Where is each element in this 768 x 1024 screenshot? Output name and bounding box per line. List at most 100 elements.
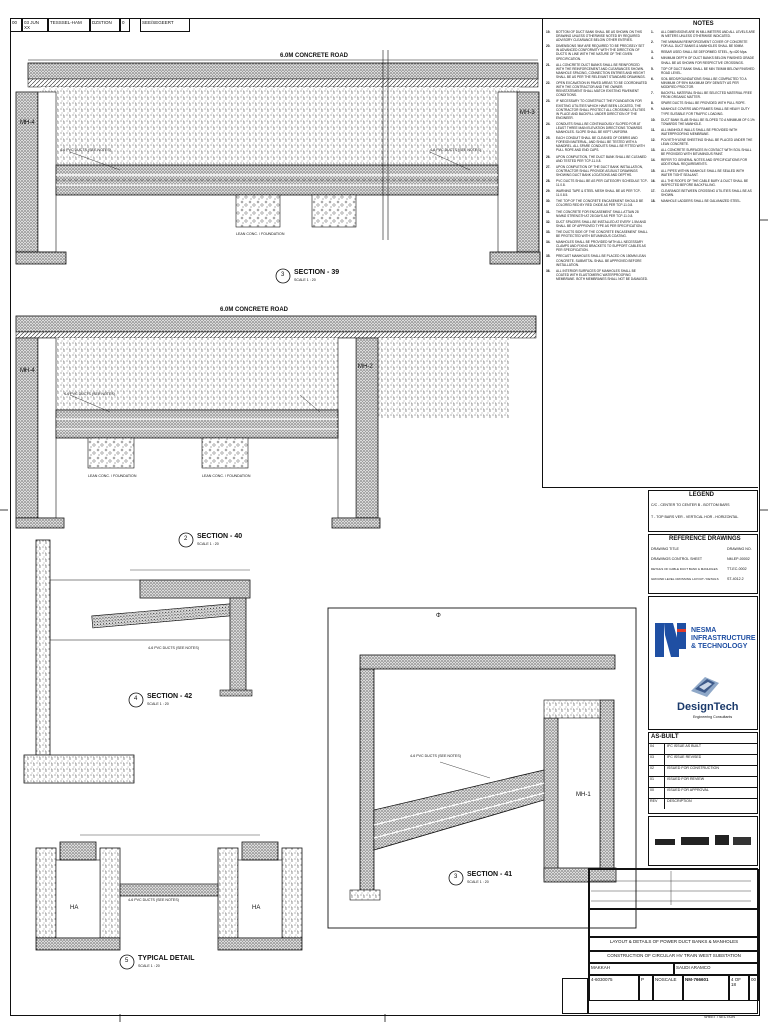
note-number: 35. — [546, 254, 551, 259]
title-block-info — [589, 869, 759, 909]
note-text: ALL DIMENSIONS ARE IN MILLIMETERS AND AL… — [661, 30, 755, 39]
road-label-mid: 6.0M CONCRETE ROAD — [220, 307, 289, 313]
note-number: 4. — [651, 56, 654, 61]
revision-description: ISSUED FOR CONSTRUCTION — [667, 766, 719, 770]
note-item: 35. PRECAST MANHOLES SHALL BE PLACED ON 1… — [546, 254, 648, 266]
legend-row: C/C - CENTER TO CENTER B - BOTTOM BARS — [651, 503, 730, 507]
reference-title: REFERENCE DRAWINGS — [669, 536, 741, 542]
header-cell: 0 — [120, 18, 130, 32]
section-scale: SCALE 1 : 20 — [197, 542, 219, 546]
note-number: 27. — [546, 164, 551, 169]
legend-title: LEGEND — [689, 492, 715, 498]
note-number: 10. — [651, 117, 656, 122]
note-text: THE CONCRETE FOR ENCASEMENT SHALL ATTAIN… — [556, 209, 639, 218]
note-text: DUCT SPACERS SHALL BE INSTALLED AT EVERY… — [556, 219, 647, 228]
drawing-title: LAYOUT & DETAILS OF POWER DUCT BANKS & M… — [589, 937, 759, 951]
note-text: EACH CONDUIT SHALL BE CLEANED OF DEBRIS … — [556, 136, 645, 153]
note-item: 15.ALL PIPES WITHIN MANHOLE SHALL BE SEA… — [651, 169, 755, 177]
section-scale: SCALE 1 : 20 — [147, 702, 169, 706]
revision-code: 04 — [649, 744, 665, 754]
note-text: MINIMUM DEPTH OF DUCT BANKS BELOW FINISH… — [661, 56, 755, 65]
note-number: 11. — [651, 127, 656, 132]
drawing-subtitle: CONSTRUCTION OF CIRCULAR HV TRAIN WEST S… — [589, 951, 759, 963]
note-number: 9. — [651, 107, 654, 112]
conc-note-2: LEAN CONC. / FOUNDATION — [88, 474, 137, 478]
note-text: BACKFILL MATERIAL SHALL BE SELECTED MATE… — [661, 91, 752, 100]
note-item: 36.ALL INTERIOR SURFACES OF MANHOLES SHA… — [546, 269, 648, 281]
ref-row-no: ST-4012.2 — [727, 577, 744, 581]
note-number: 17. — [651, 188, 656, 193]
note-item: 21.ALL CONCRETE DUCT BANKS SHALL BE REIN… — [546, 63, 648, 79]
note-item: 32.DUCT SPACERS SHALL BE INSTALLED AT EV… — [546, 220, 648, 228]
note-item: 16. ALL THE ROOFS OF THE CABLE BURY & DUC… — [651, 179, 755, 187]
note-number: 20. — [546, 44, 551, 49]
section-number: 5 — [125, 958, 129, 964]
note-number: 6. — [651, 76, 654, 81]
ref-header-no: DRAWING NO. — [727, 547, 752, 551]
note-number: 19. — [546, 30, 551, 34]
section-number: 3 — [281, 272, 285, 278]
notes-right-column: 1.ALL DIMENSIONS ARE IN MILLIMETERS AND … — [651, 30, 755, 485]
notes-panel: NOTES 19.BOTTOM OF DUCT BANK SHALL BE AS… — [542, 18, 758, 488]
note-number: 8. — [651, 101, 654, 106]
reference-drawings-panel: REFERENCE DRAWINGS DRAWING TITLE DRAWING… — [648, 534, 758, 594]
note-text: ALL CONCRETE DUCT BANKS SHALL BE REINFOR… — [556, 62, 646, 79]
note-text: ALL THE ROOFS OF THE CABLE BURY & DUCT S… — [661, 178, 749, 187]
mh4-label: MH-4 — [20, 120, 35, 126]
note-item: 8.SPARE DUCTS SHALL BE PROVIDED WITH PUL… — [651, 101, 755, 105]
revision-description: IFC ISSUE AS BUILT — [667, 744, 702, 748]
legend-row: T - TOP BARS VER - VERTICAL HOR - HORIZO… — [651, 515, 739, 519]
note-text: ALL CONCRETE SURFACES IN CONTACT WITH SO… — [661, 148, 752, 157]
header-cell: DZSTION — [90, 18, 120, 32]
note-text: PRECAST MANHOLES SHALL BE PLACED ON 150M… — [556, 254, 646, 267]
ref-header-title: DRAWING TITLE — [651, 547, 679, 551]
section-markers — [119, 268, 464, 970]
note-number: 28. — [546, 179, 551, 183]
header-cell: 03 JUN XX — [22, 18, 48, 32]
ref-row-title: DETAILS OF CABLE DUCT BANK & MANHOLES — [651, 567, 718, 571]
revision-description: DESCRIPTION — [667, 799, 692, 803]
note-number: 36. — [546, 268, 551, 273]
note-text: DIMENSIONS 'MM' ARE REQUIRED TO BE PRECI… — [556, 44, 645, 61]
duct-note-2: 4-6 PVC DUCTS (SEE NOTES) — [430, 148, 481, 152]
note-item: 22.OPEN EXCAVATION IN PAVED AREAS TO BE … — [546, 81, 648, 97]
section-label: SECTION - 39 — [294, 269, 340, 276]
note-item: 3.REBAR USED SHALL BE DEFORMED STEEL, fy… — [651, 50, 755, 54]
note-text: UPON COMPLETION OF THE DUCT BANK INSTALL… — [556, 164, 643, 177]
svg-text:Φ: Φ — [436, 613, 441, 619]
mh2-label: MH-2 — [358, 364, 373, 370]
note-text: MANHOLES SHALL BE PROVIDED WITH ALL NECE… — [556, 240, 646, 253]
ref-row-title: DRAWINGS CONTROL SHEET — [651, 557, 703, 561]
note-item: 30.THE TOP OF THE CONCRETE ENCASEMENT SH… — [546, 199, 648, 207]
note-number: 12. — [651, 137, 656, 142]
revision-code: 02 — [649, 766, 665, 776]
conc-note-3: LEAN CONC. / FOUNDATION — [202, 474, 251, 478]
title-block: LAYOUT & DETAILS OF POWER DUCT BANKS & M… — [588, 868, 759, 1014]
ha-label-1: HA — [70, 905, 79, 911]
section-label: SECTION - 41 — [467, 871, 513, 878]
revision-description: ISSUED FOR REVIEW — [667, 777, 705, 781]
doc-code: P — [639, 975, 653, 1001]
section-scale: SCALE 1 : 20 — [294, 278, 316, 282]
section-39-drawing — [15, 50, 541, 265]
note-item: 28.PVC DUCTS SHALL BE AS PER CATEGORY SC… — [546, 179, 648, 187]
note-number: 16. — [651, 178, 656, 183]
section-number: 3 — [454, 874, 458, 880]
bottom-right-label: SHEET / SECTION — [704, 1015, 735, 1019]
revision-code: 00 — [649, 788, 665, 798]
note-item: 13.ALL CONCRETE SURFACES IN CONTACT WITH… — [651, 148, 755, 156]
scale: NOSCALE — [653, 975, 683, 1001]
note-number: 14. — [651, 158, 656, 163]
note-number: 2. — [651, 40, 654, 45]
note-item: 34.MANHOLES SHALL BE PROVIDED WITH ALL N… — [546, 240, 648, 252]
title-block-approvals — [589, 909, 759, 937]
note-item: 11.ALL MANHOLE WALLS SHALL BE PROVIDED W… — [651, 128, 755, 136]
note-text: IF NECESSARY TO CONSTRUCT THE FOUNDATION… — [556, 99, 646, 120]
note-text: SOIL BEDS/FOUNDATIONS SHALL BE COMPACTED… — [661, 76, 747, 90]
note-number: 30. — [546, 199, 551, 204]
